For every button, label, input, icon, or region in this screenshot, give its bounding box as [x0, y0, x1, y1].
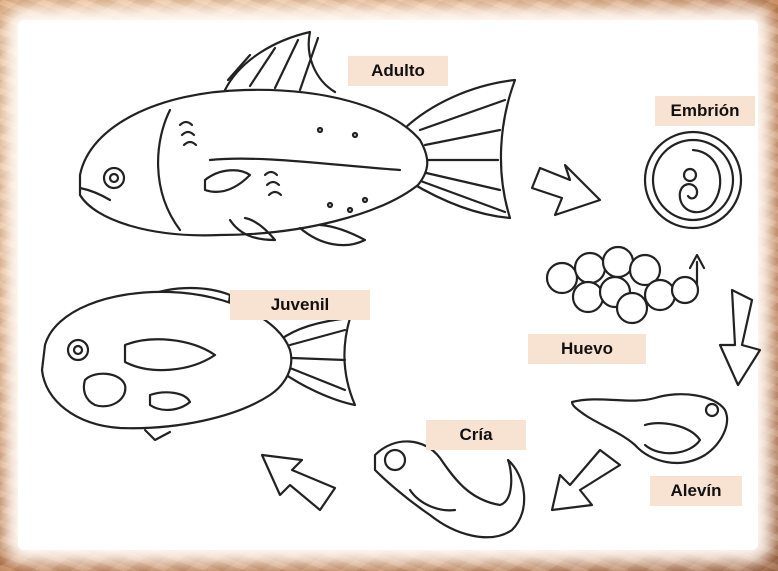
label-juvenil: Juvenil: [230, 290, 370, 320]
adult-fish: [80, 32, 515, 245]
label-adulto: Adulto: [348, 56, 448, 86]
label-embrion: Embrión: [655, 96, 755, 126]
label-huevo: Huevo: [528, 334, 646, 364]
arrow-to-egg: [532, 165, 600, 215]
eggs: [547, 247, 698, 323]
arrow-to-cria: [552, 450, 620, 510]
label-alevin: Alevín: [650, 476, 742, 506]
label-cria: Cría: [426, 420, 526, 450]
cria: [375, 441, 524, 537]
arrow-to-juvenil: [262, 455, 335, 510]
alevin: [572, 394, 727, 463]
arrow-to-alevin: [720, 290, 760, 385]
embryo: [645, 132, 741, 228]
